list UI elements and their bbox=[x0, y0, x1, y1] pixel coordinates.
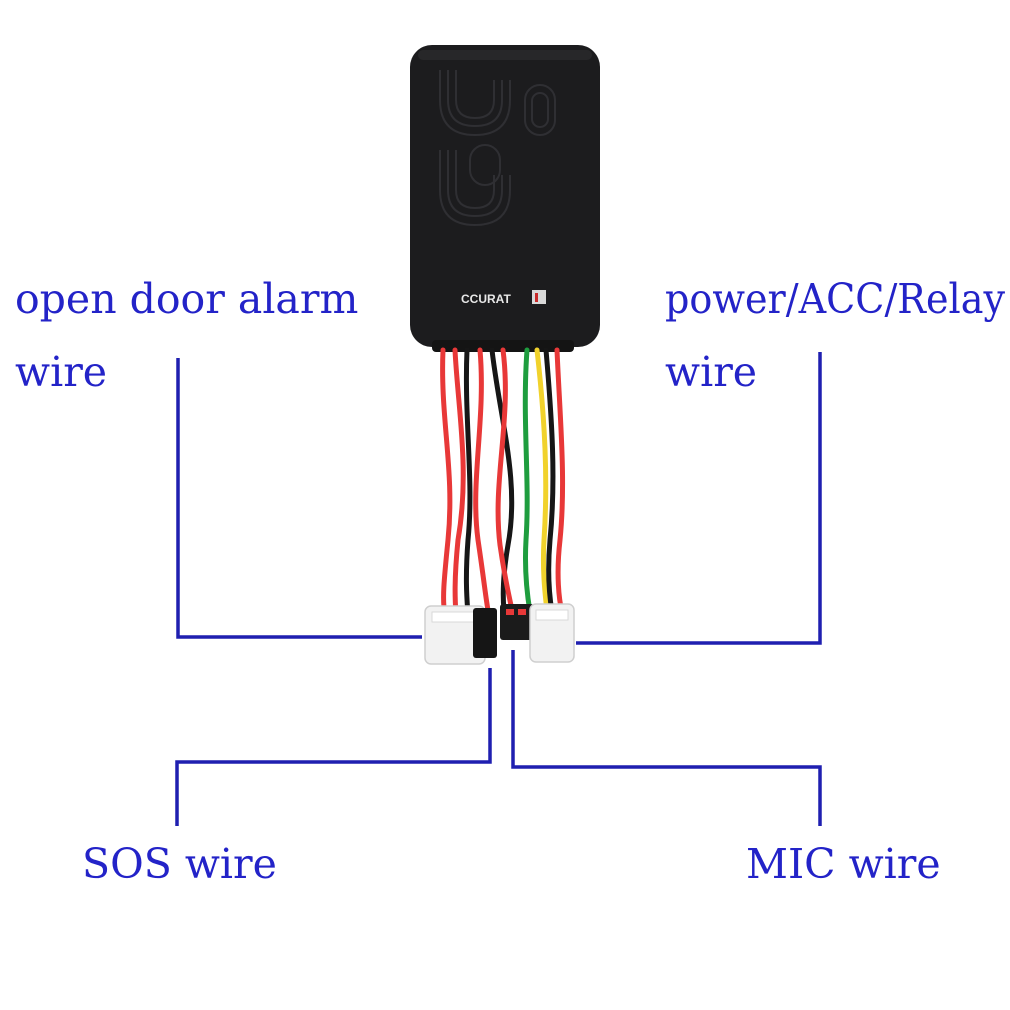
callout-line-power bbox=[576, 352, 822, 645]
callout-lines bbox=[175, 352, 822, 826]
callout-line-open-door bbox=[176, 358, 422, 639]
label-open-door-line2: wire bbox=[15, 348, 107, 396]
wire-black-3 bbox=[543, 347, 556, 615]
wire-green bbox=[522, 347, 533, 615]
wire-harness bbox=[440, 347, 566, 618]
connectors bbox=[424, 603, 575, 665]
label-open-door-line1: open door alarm bbox=[15, 275, 358, 323]
wire-red-5 bbox=[554, 347, 566, 615]
wire-black-1 bbox=[463, 347, 473, 618]
connector-black-small bbox=[473, 608, 497, 658]
label-power-line1: power/ACC/Relay bbox=[665, 275, 1006, 323]
callout-line-sos bbox=[175, 668, 492, 826]
brand-logo-badge bbox=[532, 290, 546, 304]
labels: open door alarm wire power/ACC/Relay wir… bbox=[15, 275, 1006, 888]
device-groove-pattern bbox=[439, 70, 556, 227]
device-top-edge bbox=[418, 50, 592, 60]
wire-red-2 bbox=[452, 347, 466, 618]
wire-red-4 bbox=[495, 347, 515, 613]
label-mic: MIC wire bbox=[746, 840, 941, 888]
brand-logo: CCURAT bbox=[461, 290, 546, 306]
wire-black-2 bbox=[489, 347, 515, 613]
callout-line-mic bbox=[511, 650, 822, 826]
label-sos: SOS wire bbox=[82, 840, 277, 888]
gps-tracker-device: CCURAT bbox=[410, 45, 600, 352]
wire-yellow bbox=[534, 347, 550, 615]
label-power-line2: wire bbox=[665, 348, 757, 396]
wire-red-3 bbox=[473, 347, 491, 613]
wire-red-1 bbox=[440, 347, 453, 618]
brand-logo-text: CCURAT bbox=[461, 292, 511, 306]
connector-black-center bbox=[500, 604, 534, 640]
